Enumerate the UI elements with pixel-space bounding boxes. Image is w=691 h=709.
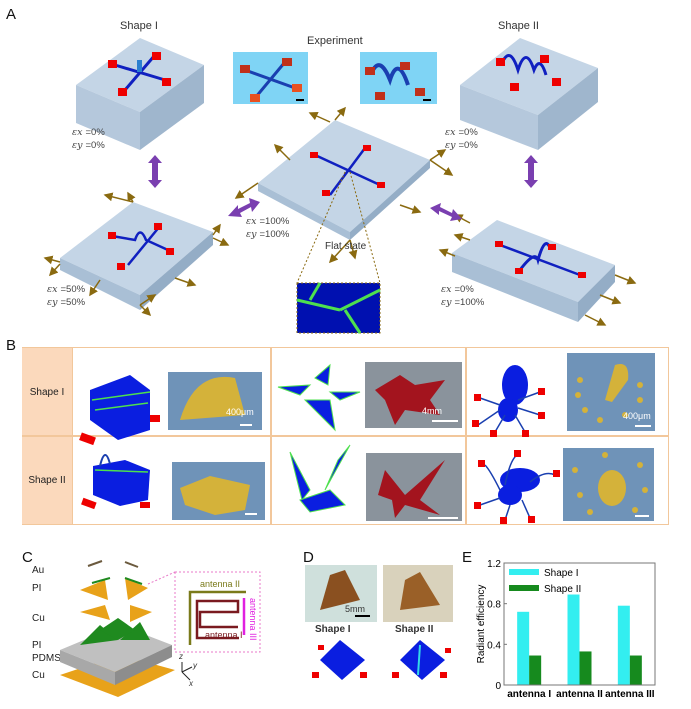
uniaxial-strain: εx =0%εy =100% (441, 284, 485, 308)
panel-b-illustrations (79, 353, 655, 524)
layer-label-pi-top: PI (32, 583, 42, 594)
scale-bar-label-2: 4mm (422, 406, 442, 416)
legend-label: Shape I (544, 568, 578, 579)
y-tick-label: 0 (495, 681, 501, 692)
x-tick-label: antenna III (605, 689, 655, 700)
biaxial-strain: εx =50%εy =50% (47, 284, 86, 308)
panel-label-c: C (22, 549, 33, 566)
bar-shape-i-1 (517, 611, 530, 685)
layer-label-cu-bottom: Cu (32, 670, 45, 681)
bar-shape-ii-1 (529, 655, 542, 685)
shape-2-block (460, 38, 598, 150)
x-tick-label: antenna II (556, 689, 603, 700)
panel-d-scale-bar-label: 5mm (345, 604, 365, 614)
shape-2-title: Shape II (498, 20, 539, 32)
scale-bar-label-1: 400μm (226, 407, 254, 417)
scale-bar-label-3: 400μm (623, 411, 651, 421)
shape-1-block (76, 38, 204, 150)
flat-state-label: Flat state (325, 241, 367, 252)
antenna-3-label: antenna III (248, 598, 258, 641)
axis-z: z (179, 652, 183, 661)
panel-label-e: E (462, 549, 473, 566)
layer-label-cu-top: Cu (32, 613, 45, 624)
shape-2-strain: εx =0%εy =0% (445, 127, 478, 151)
panel-d-shape-1-label: Shape I (315, 624, 351, 635)
y-axis-label: Radiant efficiency (476, 585, 487, 664)
legend-swatch (509, 569, 539, 575)
panel-label-a: A (6, 6, 17, 23)
flat-strain: εx =100%εy =100% (246, 216, 290, 240)
row-header-shape-1: Shape I (22, 348, 73, 436)
plot-frame (503, 562, 656, 686)
legend-label: Shape II (544, 584, 581, 595)
y-tick-label: 1.2 (487, 559, 501, 570)
shape-1-title: Shape I (120, 20, 158, 32)
y-tick-label: 0.4 (487, 640, 501, 651)
bar-shape-i-3 (617, 605, 630, 685)
shape-1-strain: εx =0%εy =0% (72, 127, 105, 151)
panel-label-d: D (303, 549, 314, 566)
panel-a-illustration (43, 38, 637, 334)
flat-state-plate (258, 120, 430, 284)
biaxial-plate (60, 202, 213, 310)
y-tick-label: 0.8 (487, 600, 501, 611)
axis-x: x (189, 679, 193, 688)
bar-shape-i-2 (567, 594, 580, 685)
antenna-1-label: antenna I (205, 630, 243, 640)
panel-d-shape-2-label: Shape II (395, 624, 434, 635)
x-tick-label: antenna I (507, 689, 551, 700)
transition-arrows (148, 155, 538, 221)
experiment-title: Experiment (307, 35, 363, 47)
layer-label-au: Au (32, 565, 45, 576)
antenna-2-label: antenna II (200, 579, 241, 589)
axis-y: y (193, 661, 197, 670)
bar-shape-ii-3 (629, 655, 642, 685)
panel-label-b: B (6, 337, 17, 354)
row-header-shape-2: Shape II (22, 436, 73, 524)
bar-shape-ii-2 (579, 651, 592, 685)
uniaxial-plate (452, 220, 615, 322)
flat-state-zoom-inset (296, 282, 381, 334)
layer-label-pi-bottom: PI (32, 640, 42, 651)
layer-label-pdms: PDMS (32, 653, 61, 664)
legend-swatch (509, 585, 539, 591)
